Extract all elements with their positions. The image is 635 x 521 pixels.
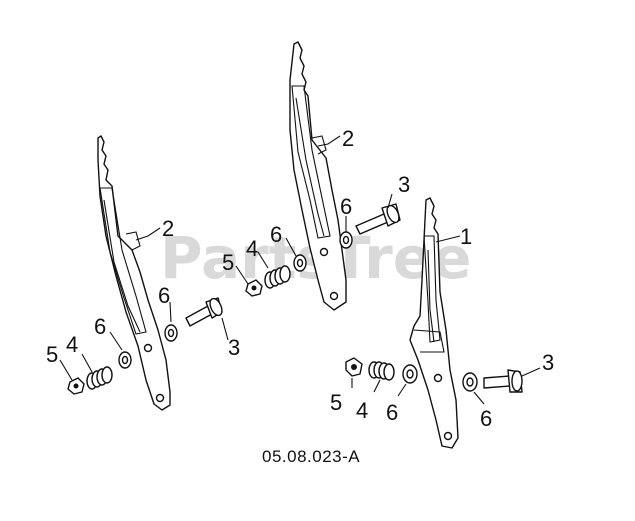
left-bracket-rail <box>103 199 141 333</box>
left-bracket <box>97 135 171 411</box>
middle-assembly: 2 3 6 4 6 5 <box>222 41 410 311</box>
callout-right-6-inner: 6 <box>386 400 398 425</box>
callout-right-6-outer: 6 <box>480 406 492 431</box>
right-assembly: 1 3 5 4 6 6 <box>330 197 554 449</box>
middle-bracket <box>289 41 347 311</box>
right-bracket-hole-upper <box>433 373 443 383</box>
left-nut <box>67 377 85 395</box>
middle-bolt <box>355 203 401 235</box>
callout-middle-6-upper: 6 <box>340 194 352 219</box>
middle-bracket-rail <box>295 97 325 237</box>
right-bracket-plate <box>413 329 445 353</box>
left-bracket-hole-upper <box>143 343 153 353</box>
middle-washer-lower-hole <box>296 258 304 268</box>
right-bracket <box>409 197 459 449</box>
left-bracket-hole-lower <box>155 393 165 403</box>
middle-bracket-slot <box>291 85 331 239</box>
callout-left-3: 3 <box>228 335 240 360</box>
middle-bracket-tab <box>311 135 327 155</box>
middle-nut <box>245 279 263 297</box>
left-washer-lower-hole <box>121 355 129 365</box>
callout-left-6-upper: 6 <box>158 283 170 308</box>
callout-left-4: 4 <box>66 332 78 357</box>
left-assembly: 2 6 3 6 4 5 <box>46 135 240 411</box>
right-washer-inner-hole <box>406 369 414 379</box>
callout-middle-4: 4 <box>246 236 258 261</box>
callout-middle-5: 5 <box>222 250 234 275</box>
callout-middle-2: 2 <box>342 126 354 151</box>
callout-left-2: 2 <box>162 216 174 241</box>
callout-right-3: 3 <box>542 350 554 375</box>
middle-spring <box>264 265 291 289</box>
right-washer-outer-hole <box>466 377 474 387</box>
middle-washer-upper-hole <box>342 235 350 245</box>
callout-middle-6-lower: 6 <box>270 222 282 247</box>
diagram-id-caption: 05.08.023-A <box>262 447 360 466</box>
left-spring <box>86 366 113 390</box>
callout-left-6-lower: 6 <box>94 314 106 339</box>
callout-right-4: 4 <box>356 398 368 423</box>
right-bracket-hole-lower <box>443 431 453 441</box>
right-bolt <box>483 369 523 393</box>
middle-bracket-hole-upper <box>319 247 329 257</box>
middle-bracket-hole-lower <box>329 291 339 301</box>
left-bolt <box>185 297 223 327</box>
callout-left-5: 5 <box>46 342 58 367</box>
right-bracket-slot <box>423 235 441 343</box>
callout-right-5: 5 <box>330 390 342 415</box>
callout-middle-3: 3 <box>398 172 410 197</box>
right-spring <box>368 361 395 381</box>
left-washer-upper-hole <box>167 328 175 338</box>
right-nut <box>345 357 363 377</box>
callout-right-1: 1 <box>460 224 472 249</box>
left-bracket-slot <box>99 187 147 335</box>
